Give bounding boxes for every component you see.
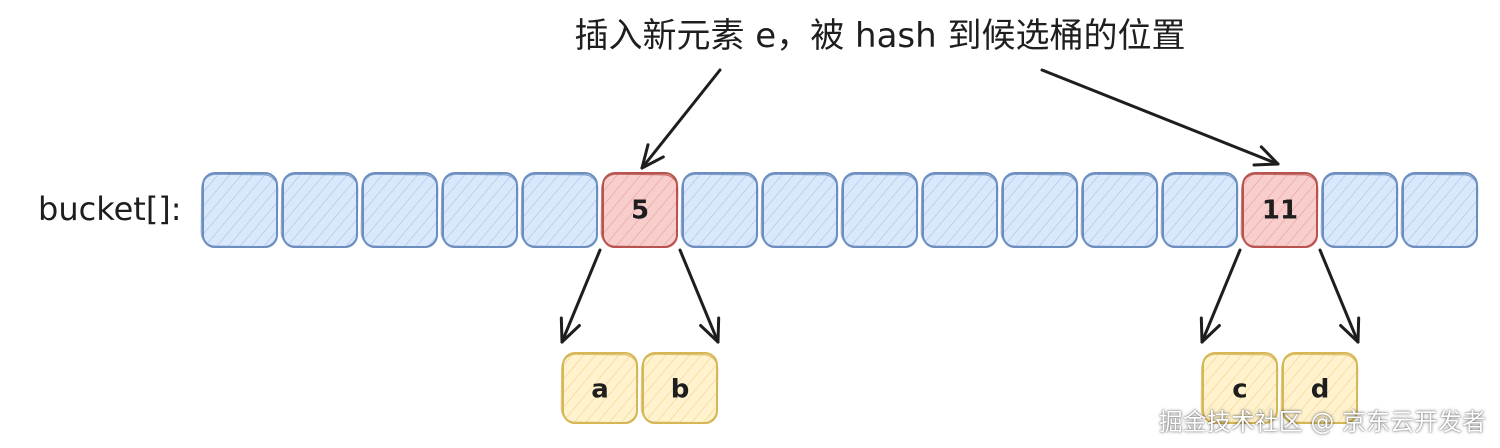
chain-item-label: c	[1232, 375, 1247, 405]
chain-item	[560, 352, 639, 424]
bucket-cell	[280, 172, 359, 248]
title-arrow-right	[1040, 68, 1280, 167]
bucket-cell	[1400, 172, 1479, 248]
chain-arrow-right	[1318, 248, 1361, 344]
watermark: 掘金技术社区 @ 京东云开发者	[1158, 408, 1486, 436]
chain-item	[640, 352, 719, 424]
chain-item-label: d	[1311, 375, 1330, 405]
bucket-cell	[1320, 172, 1399, 248]
bucket-cell-highlighted	[600, 172, 679, 248]
bucket-cell	[200, 172, 279, 248]
chain-item	[1200, 352, 1279, 424]
bucket-cell	[760, 172, 839, 248]
title-arrow-left	[640, 68, 722, 170]
bucket-cell	[440, 172, 519, 248]
bucket-cell	[360, 172, 439, 248]
chain-item-label: b	[671, 375, 690, 405]
diagram-title: 插入新元素 e，被 hash 到候选桶的位置	[574, 16, 1186, 56]
bucket-cell	[920, 172, 999, 248]
bucket-cell	[1160, 172, 1239, 248]
chain-arrow-left	[1199, 248, 1242, 344]
bucket-cell	[520, 172, 599, 248]
chain-item-label: a	[591, 375, 609, 405]
bucket-cell-label: 5	[631, 196, 649, 226]
chain-arrow-left	[559, 248, 602, 344]
bucket-cell-highlighted	[1240, 172, 1319, 248]
bucket-cell	[680, 172, 759, 248]
chain-item	[1280, 352, 1359, 424]
bucket-cell-label: 11	[1262, 196, 1298, 226]
bucket-array-label: bucket[]:	[38, 190, 182, 228]
bucket-cell	[1080, 172, 1159, 248]
bucket-cell	[840, 172, 919, 248]
chain-arrow-right	[678, 248, 721, 344]
bucket-cell	[1000, 172, 1079, 248]
